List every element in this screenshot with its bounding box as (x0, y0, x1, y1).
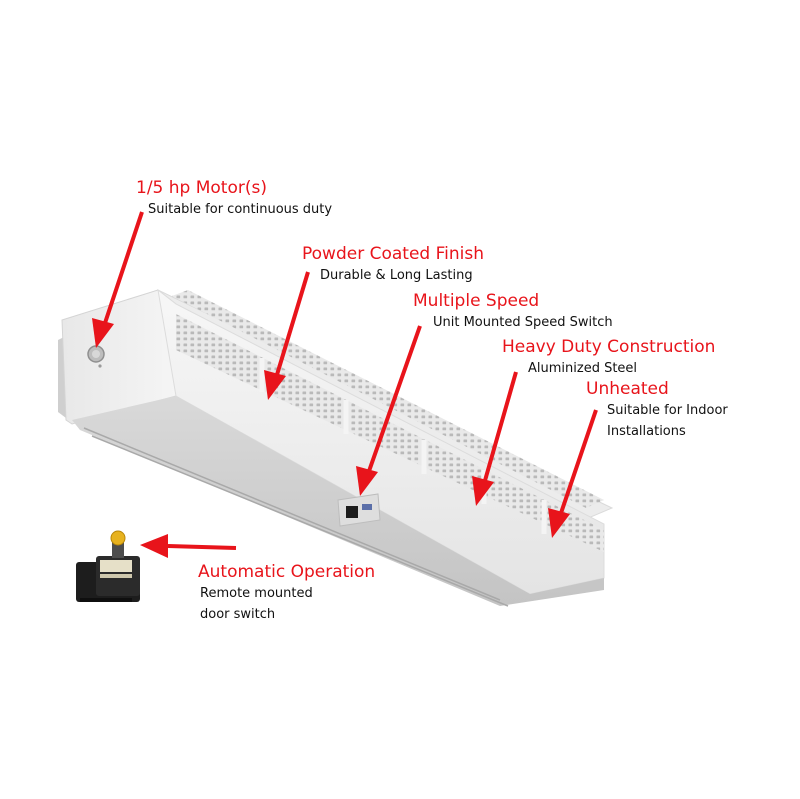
callout-motor: 1/5 hp Motor(s) Suitable for continuous … (136, 177, 332, 220)
callout-speed-line-1: Unit Mounted Speed Switch (433, 315, 613, 330)
callout-speed: Multiple Speed Unit Mounted Speed Switch (413, 290, 613, 333)
discharge-slot (83, 427, 509, 607)
arrow-finish (264, 271, 310, 400)
callout-unheated-line-2: Installations (607, 424, 686, 439)
arrow-unheated (548, 409, 598, 538)
callout-construction: Heavy Duty Construction Aluminized Steel (502, 336, 715, 379)
callout-speed-title: Multiple Speed (413, 291, 540, 311)
callout-automatic-title: Automatic Operation (198, 562, 376, 582)
arrow-speed (356, 325, 422, 496)
door-limit-switch (76, 530, 140, 602)
arrow-motor (92, 211, 144, 348)
arrow-automatic (140, 534, 237, 558)
callout-motor-line-1: Suitable for continuous duty (148, 202, 333, 217)
callout-construction-line-1: Aluminized Steel (528, 361, 638, 376)
callout-automatic: Automatic Operation Remote mounted door … (198, 561, 375, 625)
callout-finish-line-1: Durable & Long Lasting (320, 268, 473, 283)
callout-motor-title: 1/5 hp Motor(s) (136, 178, 267, 198)
callout-arrows (92, 211, 598, 558)
arrow-construction (472, 371, 518, 506)
callout-finish-title: Powder Coated Finish (302, 244, 484, 264)
callout-unheated: Unheated Suitable for Indoor Installatio… (586, 378, 728, 442)
callout-construction-title: Heavy Duty Construction (502, 337, 716, 357)
motor-knob-icon (87, 345, 105, 368)
callout-automatic-line-2: door switch (200, 607, 276, 622)
callout-finish: Powder Coated Finish Durable & Long Last… (302, 243, 484, 286)
callout-automatic-line-1: Remote mounted (200, 586, 313, 601)
callout-unheated-line-1: Suitable for Indoor (607, 403, 728, 418)
speed-switch-panel (337, 493, 381, 527)
front-grille (176, 314, 604, 552)
callout-unheated-title: Unheated (586, 379, 669, 399)
top-grille (172, 290, 604, 508)
air-curtain-unit (58, 288, 614, 607)
